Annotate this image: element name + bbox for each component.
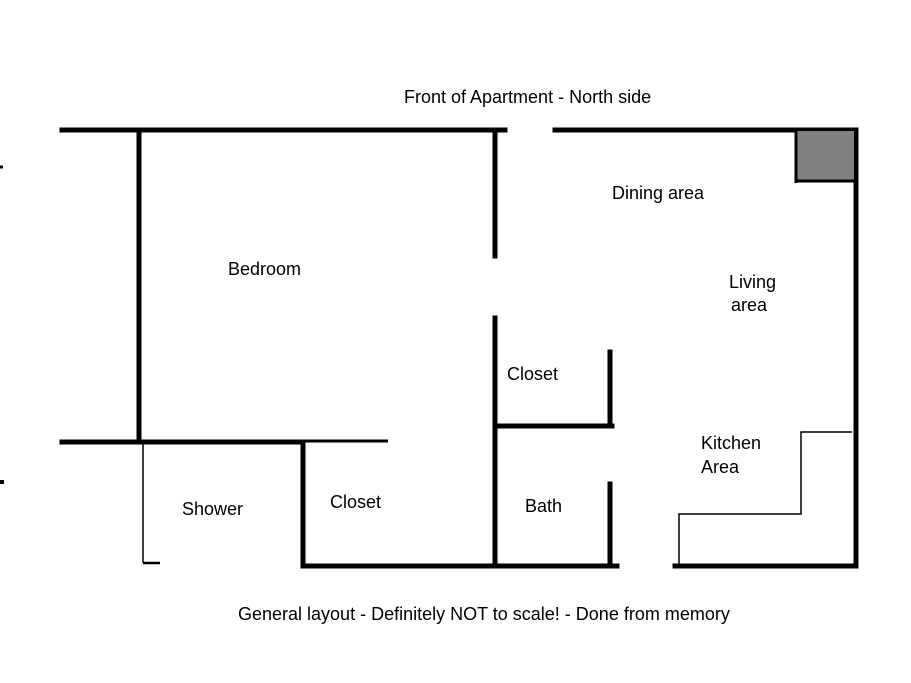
label-bedroom: Bedroom bbox=[228, 259, 301, 279]
label-shower: Shower bbox=[182, 499, 243, 519]
corner-column bbox=[796, 131, 854, 181]
label-kitchen-line1: Kitchen bbox=[701, 433, 761, 453]
label-living-line2: area bbox=[731, 295, 768, 315]
label-bath: Bath bbox=[525, 496, 562, 516]
label-closet-lower: Closet bbox=[330, 492, 381, 512]
label-closet-upper: Closet bbox=[507, 364, 558, 384]
label-living-line1: Living bbox=[729, 272, 776, 292]
label-kitchen-line2: Area bbox=[701, 457, 740, 477]
kitchen-counter bbox=[678, 431, 852, 564]
diagram-title: Front of Apartment - North side bbox=[404, 87, 651, 107]
label-dining-area: Dining area bbox=[612, 183, 705, 203]
diagram-caption: General layout - Definitely NOT to scale… bbox=[238, 604, 730, 624]
